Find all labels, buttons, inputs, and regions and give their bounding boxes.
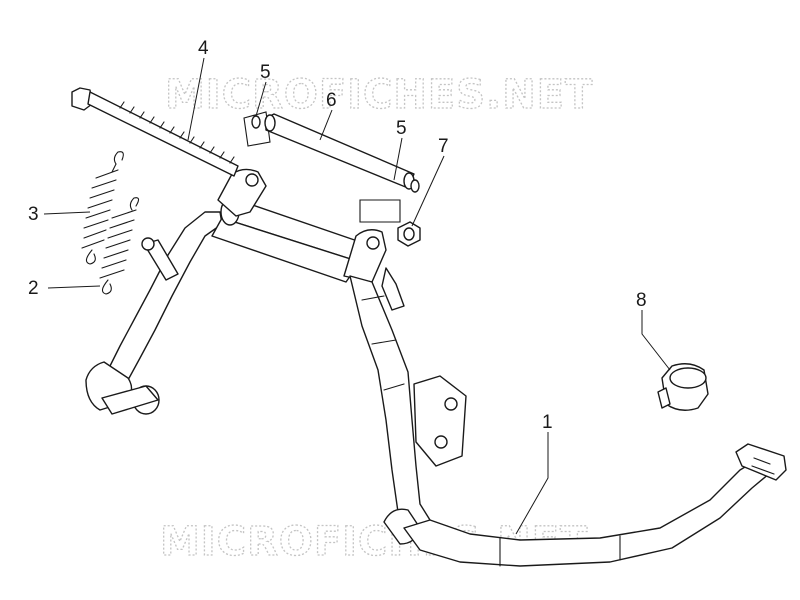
callout-5-upper: 5 bbox=[260, 62, 271, 83]
leader-3 bbox=[43, 211, 91, 215]
leader-7 bbox=[411, 155, 445, 227]
spacer-sleeve bbox=[243, 111, 420, 223]
leader-8 bbox=[641, 310, 671, 371]
callout-5-lower: 5 bbox=[396, 118, 407, 139]
callout-4: 4 bbox=[198, 38, 209, 59]
washer-lower bbox=[410, 179, 420, 193]
watermark-top: MICROFICHES.NET bbox=[165, 72, 593, 118]
callout-8: 8 bbox=[636, 290, 647, 311]
leader-2 bbox=[47, 285, 101, 289]
center-stand-frame bbox=[85, 168, 787, 567]
pivot-bolt bbox=[71, 87, 239, 177]
callout-6: 6 bbox=[326, 90, 337, 111]
return-spring-outer bbox=[81, 151, 124, 265]
leader-1 bbox=[515, 432, 549, 535]
leader-5a bbox=[255, 81, 267, 117]
spring-pin bbox=[141, 237, 179, 281]
callout-3: 3 bbox=[28, 204, 39, 225]
leader-lines bbox=[43, 57, 671, 535]
return-spring-inner bbox=[99, 197, 140, 295]
lock-nut bbox=[397, 221, 421, 247]
leader-5b bbox=[393, 137, 403, 181]
callout-labels: 1 2 3 4 5 6 5 7 8 bbox=[28, 38, 647, 433]
callout-7: 7 bbox=[438, 136, 449, 157]
callout-2: 2 bbox=[28, 278, 39, 299]
washer-upper bbox=[251, 115, 261, 129]
rubber-stop bbox=[657, 363, 709, 411]
leader-4 bbox=[187, 57, 205, 141]
callout-1: 1 bbox=[542, 412, 553, 433]
leader-6 bbox=[319, 109, 333, 141]
